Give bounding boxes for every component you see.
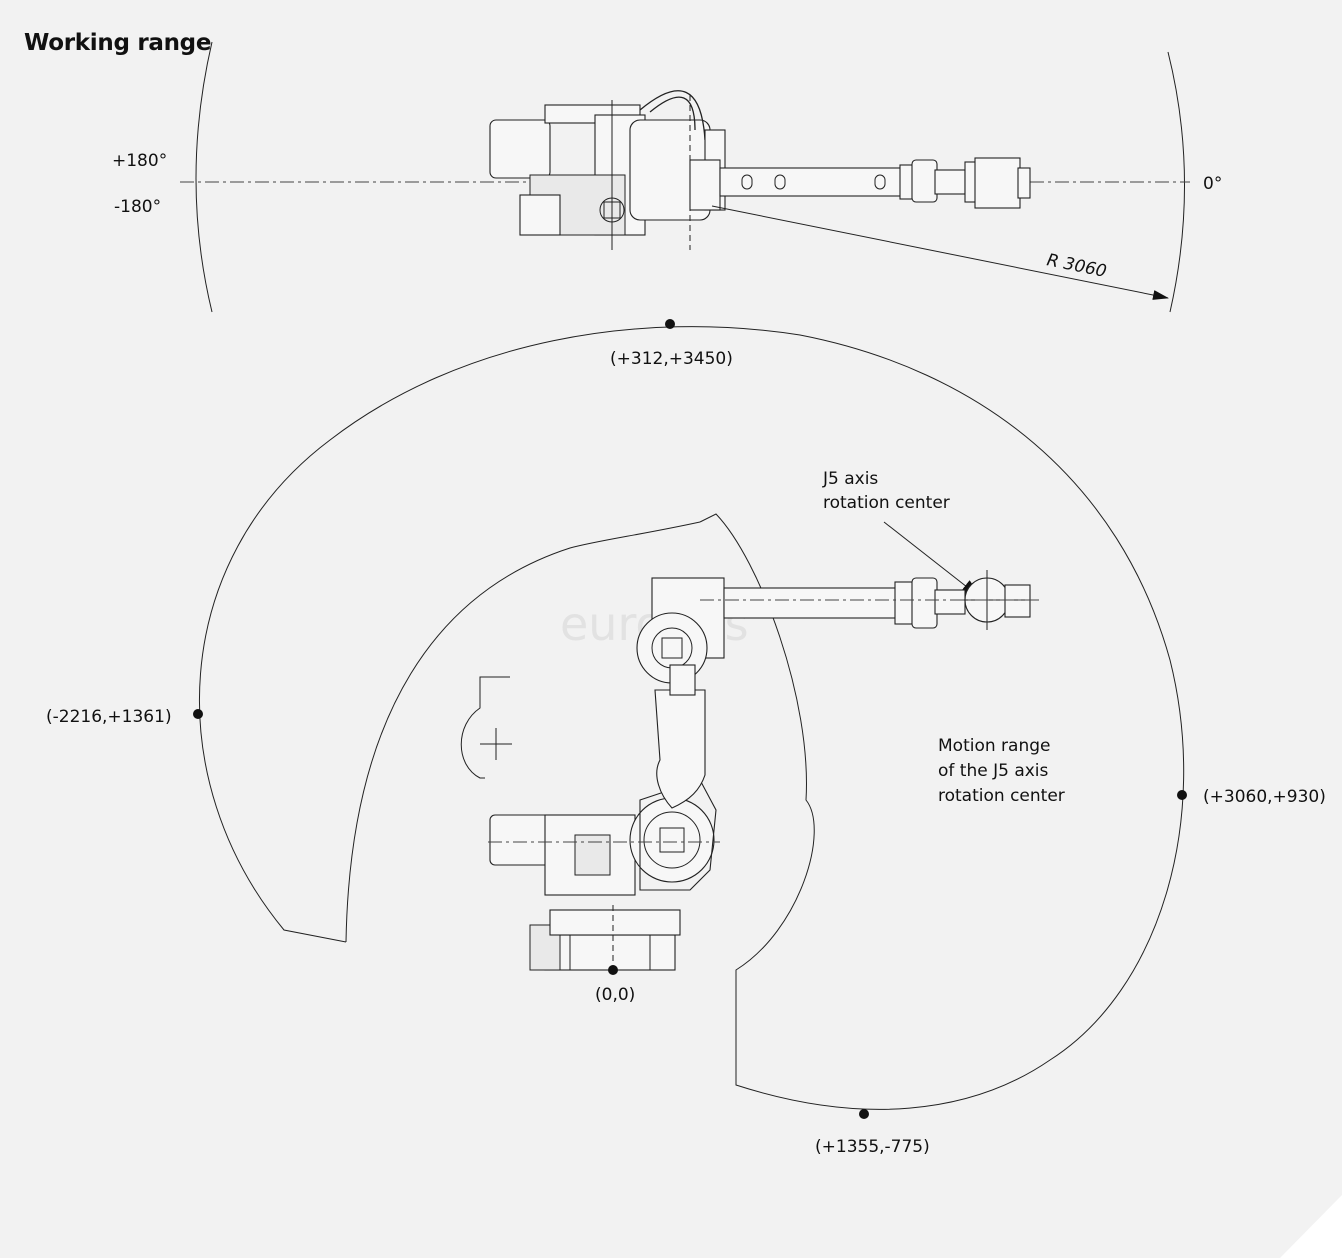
angle-label-pos-180: +180° [112,151,167,171]
radius-arrow [711,205,1169,300]
point-left [193,709,203,719]
j5-label-line1: J5 axis [822,469,878,489]
top-view-left-arc [195,41,213,313]
j5-label-line2: rotation center [823,493,950,513]
point-label-origin: (0,0) [595,985,635,1005]
page-title: Working range [24,30,212,56]
outer-motion-envelope [199,326,1185,1110]
motion-range-line2: of the J5 axis [938,761,1049,781]
motion-range-line1: Motion range [938,736,1050,756]
angle-label-neg-180: -180° [114,197,161,217]
j5-pointer-line [883,521,983,600]
point-label-left: (-2216,+1361) [46,707,172,727]
point-top [665,319,675,329]
point-label-right: (+3060,+930) [1203,787,1326,807]
top-view: +180° -180° 0° R 3060 [112,41,1222,313]
robot-side-view [488,570,1040,975]
angle-label-zero: 0° [1203,174,1222,194]
point-bottom [859,1109,869,1119]
radius-label: R 3060 [1045,250,1108,282]
robot-top-view [489,90,1031,250]
point-label-top: (+312,+3450) [610,349,733,369]
inner-motion-envelope [345,521,701,943]
reference-outline [460,676,510,779]
point-origin [608,965,618,975]
side-view: euro...ts [46,319,1326,1157]
motion-range-line3: rotation center [938,786,1065,806]
point-right [1177,790,1187,800]
top-view-right-arc [1167,51,1186,313]
point-label-bottom: (+1355,-775) [815,1137,930,1157]
